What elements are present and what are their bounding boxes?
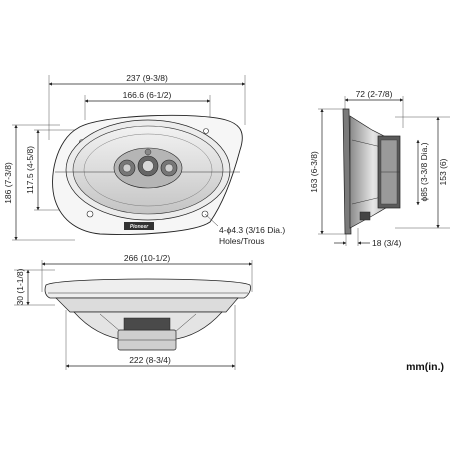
tweeter-dome <box>122 163 132 173</box>
label-bottom-width-inner: 222 (8-3/4) <box>129 355 171 365</box>
label-holes: 4-ϕ4.3 (3/16 Dia.) <box>219 225 285 235</box>
tweeter-dome <box>142 160 154 172</box>
mounting-hole <box>86 210 94 218</box>
front-view: Pioneer 237 (9-3/8) 166.6 (6-1/2) 186 (7… <box>3 73 285 246</box>
label-height-total: 163 (6-3/8) <box>309 151 319 193</box>
brand-logo: Pioneer <box>130 224 149 230</box>
label-width-outer: 237 (9-3/8) <box>126 73 168 83</box>
hole-leader <box>204 213 219 227</box>
tweeter-dome <box>164 163 174 173</box>
label-flange-depth: 18 (3/4) <box>372 238 401 248</box>
label-magnet-dia: ϕ85 (3-3/8 Dia.) <box>419 142 429 201</box>
label-depth: 72 (2-7/8) <box>356 89 393 99</box>
side-flange <box>342 108 352 235</box>
brand-plate <box>124 222 154 230</box>
side-view: 72 (2-7/8) 163 (6-3/8) 153 (6) ϕ85 (3-3/… <box>309 89 450 248</box>
label-height-magnet: 153 (6) <box>438 158 448 185</box>
side-terminal <box>359 211 371 221</box>
label-width-inner: 166.6 (6-1/2) <box>123 90 172 100</box>
cone-ring <box>83 133 213 207</box>
unit-label: mm(in.) <box>406 361 444 373</box>
bottom-frame <box>55 297 239 313</box>
label-bottom-width-outer: 266 (10-1/2) <box>124 253 170 263</box>
label-height-inner: 117.5 (4-5/8) <box>25 146 35 194</box>
label-holes-trous: Holes/Trous <box>219 236 265 246</box>
bottom-grille <box>44 278 251 299</box>
mounting-hole <box>203 128 209 134</box>
bottom-view: 266 (10-1/2) 222 (8-3/4) 30 (1-1/8) <box>14 253 253 370</box>
label-height-outer: 186 (7-3/8) <box>3 162 13 204</box>
magnet-label <box>123 317 171 331</box>
label-bottom-height: 30 (1-1/8) <box>15 268 25 305</box>
tweeter-top <box>144 148 152 156</box>
